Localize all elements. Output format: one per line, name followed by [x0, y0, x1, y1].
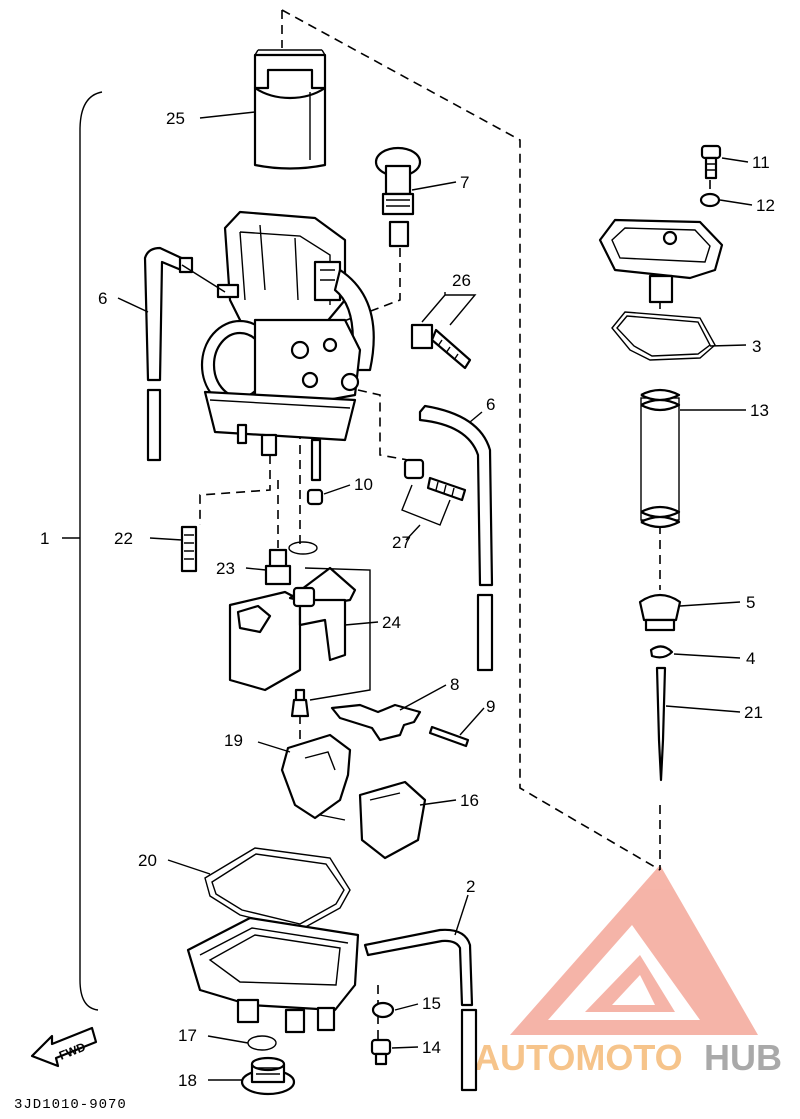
part-18-drain-plug: [240, 1056, 296, 1096]
float-right-detail: [369, 792, 401, 801]
drawing-code: 3JD1010-9070: [14, 1097, 127, 1113]
callout-8: 8: [450, 675, 459, 694]
dashed-line-main: [281, 9, 661, 871]
callout-27: 27: [392, 533, 411, 552]
callout-20: 20: [138, 851, 157, 870]
watermark-text-hub: HUB: [704, 1037, 782, 1078]
callout-25: 25: [166, 109, 185, 128]
part-24-float-assembly: [228, 566, 371, 701]
callout-13: 13: [750, 401, 769, 420]
callout-23: 23: [216, 559, 235, 578]
callout-1: 1: [40, 529, 49, 548]
callout-18: 18: [178, 1071, 197, 1090]
part-17-o-ring: [247, 1035, 277, 1051]
part-23-jet-holder: [264, 548, 292, 586]
callout-9: 9: [486, 697, 495, 716]
part-21-jet-needle: [655, 666, 667, 782]
callout-10: 10: [354, 475, 373, 494]
float-needle: [290, 688, 310, 718]
callout-22: 22: [114, 529, 133, 548]
leader-lines: [117, 111, 753, 1081]
part-8-float-arm: [330, 703, 422, 742]
callout-11: 11: [752, 153, 770, 172]
part-7-stop-screw: [374, 146, 422, 248]
assembly-bracket: [79, 91, 103, 1011]
part-5-needle-holder: [638, 593, 682, 632]
part-2-overflow-hose: [363, 928, 478, 1092]
part-10-nut: [306, 488, 324, 506]
callout-15: 15: [422, 994, 441, 1013]
part-27-pilot-screw: [401, 458, 467, 526]
callout-6-right: 6: [486, 395, 495, 414]
watermark-logo: [510, 865, 758, 1035]
float-left-detail: [304, 751, 346, 821]
part-11-screw: [700, 144, 722, 180]
callout-16: 16: [460, 791, 479, 810]
callout-6-left: 6: [98, 289, 107, 308]
part-13-throttle-spring: [640, 388, 681, 529]
dashed-line-7: [319, 248, 401, 331]
part-14-drain-screw: [370, 1038, 392, 1066]
part-6-vent-hose-left: [143, 246, 194, 462]
part-12-washer: [699, 192, 721, 208]
callout-21: 21: [744, 703, 763, 722]
part-22-starter-jet: [180, 525, 198, 573]
callout-14: 14: [422, 1038, 441, 1057]
part-25-throttle-valve: [253, 49, 327, 170]
part-19-float-left: [280, 733, 352, 820]
callout-2: 2: [466, 877, 475, 896]
callout-4: 4: [746, 649, 755, 668]
part-16-float-right: [358, 780, 427, 860]
part-3-cap-gasket: [611, 311, 716, 361]
part-20-gasket: [204, 847, 351, 931]
fwd-arrow-icon: [30, 1026, 98, 1068]
mixing-chamber-top: [598, 218, 724, 304]
callout-3: 3: [752, 337, 761, 356]
callout-12: 12: [756, 196, 775, 215]
float-bowl: [186, 916, 360, 1034]
callout-labels: 1 2 3 4 5 6 6 7 8 9 10 11 12 13 14 15 16…: [40, 109, 775, 1090]
part-15-washer: [371, 1001, 395, 1019]
dashed-line-22: [199, 455, 271, 525]
callout-5: 5: [746, 593, 755, 612]
part-6-fuel-hose-right: [418, 404, 494, 672]
callout-26: 26: [452, 271, 471, 290]
watermark-triangle-core: [585, 955, 675, 1012]
callout-24: 24: [382, 613, 401, 632]
part-4-clip: [649, 645, 674, 659]
callout-17: 17: [178, 1026, 197, 1045]
carburetor-body: [200, 210, 375, 482]
watermark-text-automoto: AUTOMOTO: [474, 1037, 683, 1078]
callout-7: 7: [460, 173, 469, 192]
o-ring: [288, 541, 318, 555]
watermark-triangle-notch: [612, 975, 655, 1005]
callout-19: 19: [224, 731, 243, 750]
part-9-float-pin: [428, 725, 470, 748]
part-26-idle-screw: [410, 292, 477, 370]
dashed-line-27: [357, 389, 409, 461]
